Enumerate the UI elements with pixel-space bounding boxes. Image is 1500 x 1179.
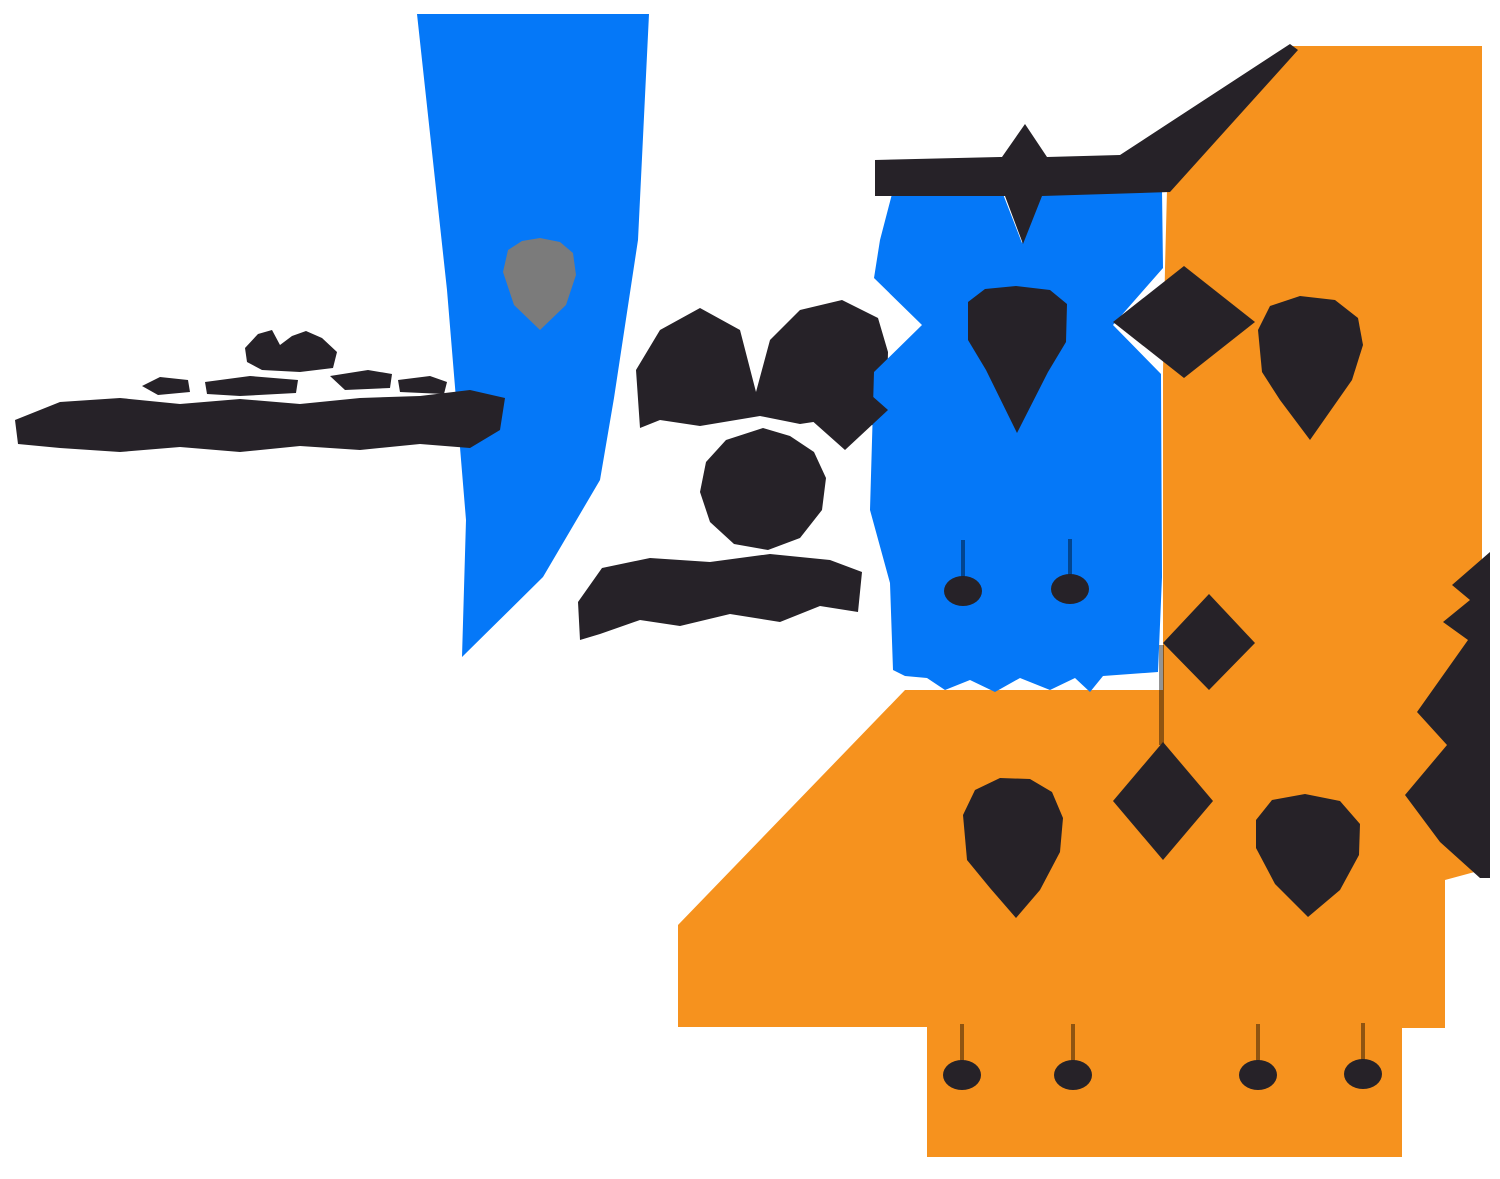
text-like-silhouette-rows <box>15 330 505 452</box>
teardrop-pin-orange-center <box>963 778 1063 918</box>
hanging-diamond-stem <box>1159 645 1164 745</box>
diamond-right-lower <box>1163 594 1255 690</box>
ragged-band-silhouette <box>578 554 862 640</box>
teardrop-pin-orange-right <box>1256 794 1360 917</box>
hanging-diamond <box>1113 742 1213 860</box>
blue-block-shape <box>870 190 1163 692</box>
small-dot-pins <box>943 539 1382 1090</box>
dot-pin <box>1239 1060 1277 1090</box>
diamond-right-upper <box>1113 266 1255 378</box>
dot-pin-stem <box>1071 1024 1075 1062</box>
diamond-left <box>800 372 888 450</box>
dot-pin <box>944 576 982 606</box>
large-teardrop-pins <box>963 286 1363 918</box>
teardrop-pin-orange-top <box>1258 296 1363 440</box>
round-blob-silhouette <box>700 428 826 550</box>
dot-pin-stem <box>1361 1023 1365 1061</box>
gray-map-pin <box>503 238 576 330</box>
blue-ribbon-shape <box>417 14 649 657</box>
dot-pin-stem <box>961 540 965 578</box>
diamond-silhouettes <box>800 266 1255 860</box>
dot-pin-stem <box>960 1024 964 1062</box>
dot-pin <box>943 1060 981 1090</box>
dot-pin <box>1051 574 1089 604</box>
dot-pin <box>1054 1060 1092 1090</box>
right-edge-zigzag-silhouette <box>1405 552 1490 878</box>
dot-pin-stem <box>1256 1024 1260 1062</box>
teardrop-pin-blue-block <box>968 286 1067 433</box>
dot-pin <box>1344 1059 1382 1089</box>
top-band-silhouette <box>875 44 1298 244</box>
dot-pin-stem <box>1068 539 1072 577</box>
